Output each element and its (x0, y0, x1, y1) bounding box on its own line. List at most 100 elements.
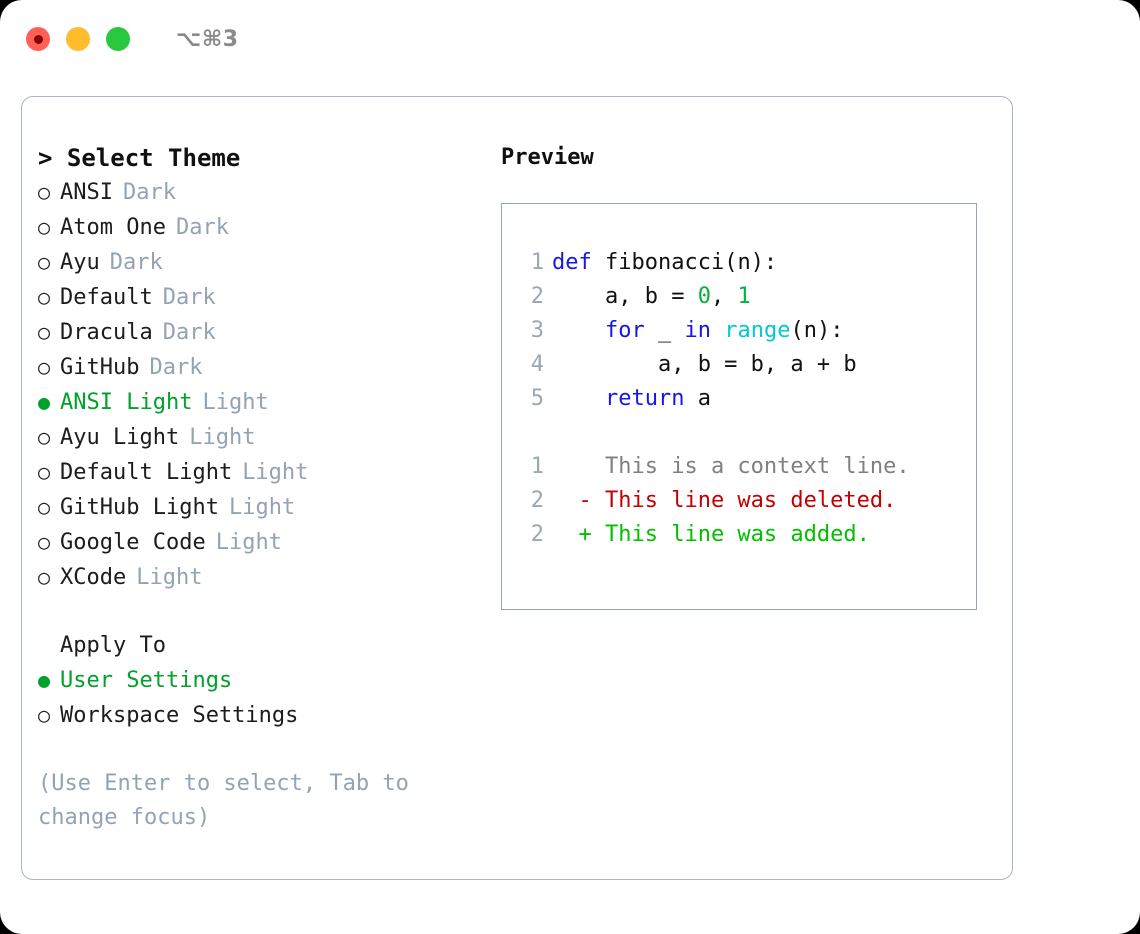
code-token: a, b = b, a + b (552, 352, 857, 377)
line-number: 1 (530, 454, 544, 479)
theme-option-variant: Light (228, 495, 296, 520)
theme-option-variant: Dark (149, 355, 203, 380)
code-line: 3 for _ in range(n): (518, 314, 970, 348)
diff-text: This line was added. (604, 522, 870, 547)
code-token: _ (644, 318, 685, 343)
theme-option-variant: Dark (162, 320, 216, 345)
theme-option-variant: Dark (162, 285, 216, 310)
theme-option-variant: Light (136, 565, 203, 590)
radio-unselected-icon: ○ (38, 460, 51, 484)
theme-option-atom-one[interactable]: ○ Atom One Dark (38, 210, 478, 245)
preview-title: Preview (501, 145, 594, 170)
apply-to-heading: Apply To (60, 633, 166, 658)
theme-option-ayu-light[interactable]: ○ Ayu Light Light (38, 420, 478, 455)
maximize-button[interactable] (106, 27, 130, 51)
theme-option-label: Default (60, 285, 153, 310)
theme-option-default-light[interactable]: ○ Default Light Light (38, 455, 478, 490)
code-line: 4 a, b = b, a + b (518, 348, 970, 382)
code-token: for (604, 318, 645, 343)
line-number: 1 (530, 250, 544, 275)
keyboard-hint: (Use Enter to select, Tab to change focu… (38, 771, 409, 830)
diff-marker: - (552, 488, 605, 513)
theme-option-variant: Light (189, 425, 256, 450)
theme-option-variant: Dark (109, 250, 163, 275)
code-token: in (684, 318, 711, 343)
code-token (711, 318, 724, 343)
radio-unselected-icon: ○ (38, 180, 51, 204)
title-bar: ⌥⌘3 (0, 0, 1140, 78)
theme-option-label: GitHub (60, 355, 140, 380)
line-number: 2 (530, 488, 544, 513)
theme-option-label: ANSI Light (60, 390, 193, 415)
apply-to-option-workspace-settings[interactable]: ○Workspace Settings (38, 698, 478, 733)
minimize-button[interactable] (66, 27, 90, 51)
diff-sample: 1 This is a context line.2 - This line w… (518, 450, 970, 552)
theme-option-xcode[interactable]: ○ XCode Light (38, 560, 478, 595)
theme-option-label: XCode (60, 565, 127, 590)
diff-line-add: 2 + This line was added. (518, 518, 970, 552)
line-number: 4 (530, 352, 544, 377)
code-token: 0 (697, 284, 711, 309)
theme-option-label: Ayu Light (60, 425, 180, 450)
theme-option-github-light[interactable]: ○ GitHub Light Light (38, 490, 478, 525)
theme-option-label: Atom One (60, 215, 166, 240)
diff-marker: + (552, 522, 605, 547)
window-shortcut-label: ⌥⌘3 (176, 26, 239, 52)
line-number: 5 (530, 386, 544, 411)
radio-unselected-icon: ○ (38, 320, 51, 344)
radio-unselected-icon: ○ (38, 215, 51, 239)
code-token: range (724, 318, 791, 343)
radio-unselected-icon: ○ (38, 495, 51, 519)
page-title: > Select Theme (38, 144, 241, 172)
radio-unselected-icon: ○ (38, 425, 51, 449)
theme-option-label: GitHub Light (60, 495, 219, 520)
apply-to-option-label: Workspace Settings (60, 703, 299, 728)
diff-text: This line was deleted. (604, 488, 897, 513)
radio-unselected-icon: ○ (38, 530, 51, 554)
apply-to-option-user-settings[interactable]: ●User Settings (38, 663, 478, 698)
theme-option-variant: Light (242, 460, 309, 485)
code-token: fibonacci(n): (591, 250, 778, 275)
code-token: 1 (737, 284, 751, 309)
theme-option-ansi-light[interactable]: ● ANSI Light Light (38, 385, 478, 420)
traffic-lights (26, 27, 130, 51)
theme-option-label: Ayu (60, 250, 100, 275)
apply-to-list[interactable]: ●User Settings○Workspace Settings (38, 663, 478, 733)
theme-option-label: Google Code (60, 530, 206, 555)
theme-option-variant: Light (202, 390, 269, 415)
radio-unselected-icon: ○ (38, 355, 51, 379)
diff-line-ctx: 1 This is a context line. (518, 450, 970, 484)
theme-option-variant: Light (215, 530, 282, 555)
radio-selected-icon: ● (38, 668, 51, 692)
theme-option-variant: Dark (122, 180, 176, 205)
code-token: , (710, 284, 738, 309)
code-line: 5 return a (518, 382, 970, 416)
code-token: a, b = (552, 284, 698, 309)
theme-option-google-code[interactable]: ○ Google Code Light (38, 525, 478, 560)
recording-indicator-icon (33, 34, 43, 44)
list-gap (38, 595, 478, 629)
line-number: 3 (530, 318, 544, 343)
diff-text: This is a context line. (604, 454, 910, 479)
code-token: a (684, 386, 711, 411)
radio-selected-icon: ● (38, 390, 51, 414)
theme-option-github[interactable]: ○ GitHub Dark (38, 350, 478, 385)
theme-option-label: Default Light (60, 460, 233, 485)
close-button[interactable] (26, 27, 50, 51)
code-token (552, 318, 605, 343)
theme-option-variant: Dark (175, 215, 229, 240)
diff-line-del: 2 - This line was deleted. (518, 484, 970, 518)
code-token (552, 386, 605, 411)
radio-unselected-icon: ○ (38, 565, 51, 589)
